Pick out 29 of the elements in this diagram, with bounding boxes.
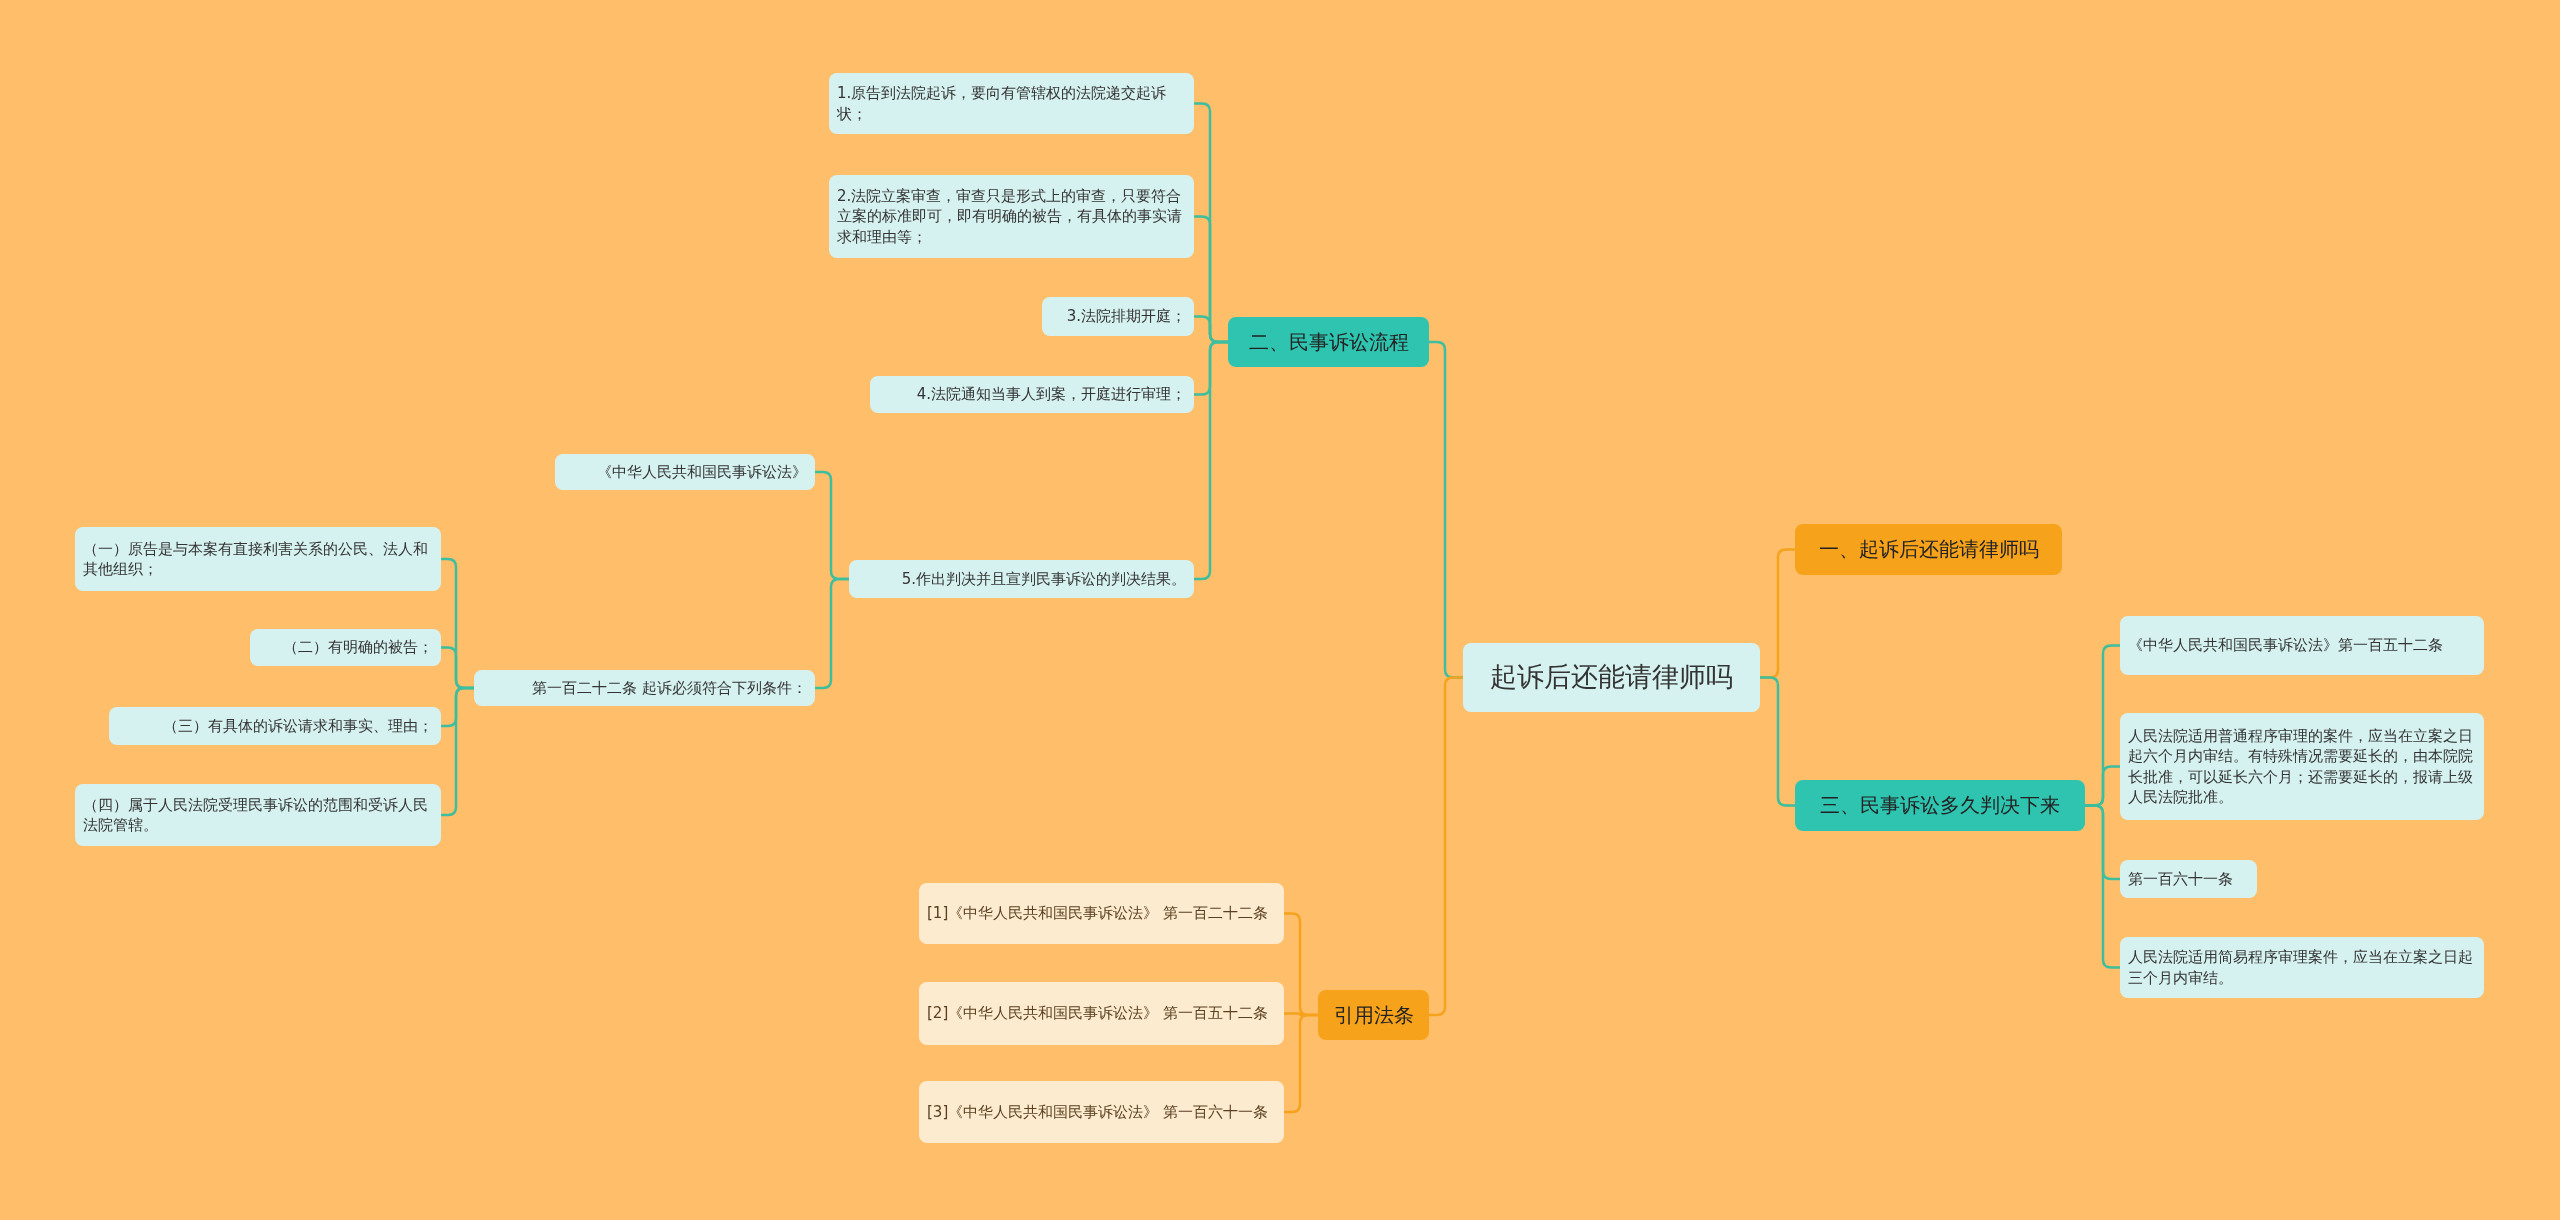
connector-line <box>1429 676 1463 1017</box>
subtopic-box: （三）有具体的诉讼请求和事实、理由； <box>109 707 441 745</box>
subtopic-box: 第一百六十一条 <box>2120 860 2257 898</box>
branch-topic: 二、民事诉讼流程 <box>1228 317 1429 367</box>
subtopic-box: 人民法院适用简易程序审理案件，应当在立案之日起三个月内审结。 <box>2120 937 2484 998</box>
subtopic-box: 4.法院通知当事人到案，开庭进行审理； <box>870 376 1194 413</box>
citation-box: [1]《中华人民共和国民事诉讼法》 第一百二十二条 <box>919 883 1284 944</box>
connector-line <box>2085 804 2120 969</box>
branch-topic: 三、民事诉讼多久判决下来 <box>1795 780 2085 831</box>
subtopic-box: 《中华人民共和国民事诉讼法》第一百五十二条 <box>2120 616 2484 675</box>
branch-topic: 引用法条 <box>1318 990 1429 1040</box>
subtopic-box: 《中华人民共和国民事诉讼法》 <box>555 454 815 490</box>
connector-line <box>815 577 849 690</box>
connector-line <box>1284 1013 1318 1114</box>
connector-line <box>1760 676 1795 807</box>
branch-topic: 一、起诉后还能请律师吗 <box>1795 524 2062 575</box>
subtopic-box: （二）有明确的被告； <box>250 629 441 666</box>
subtopic-box: 第一百二十二条 起诉必须符合下列条件： <box>474 670 815 706</box>
subtopic-box: （一）原告是与本案有直接利害关系的公民、法人和其他组织； <box>75 527 441 591</box>
central-topic: 起诉后还能请律师吗 <box>1463 643 1760 712</box>
subtopic-box: 人民法院适用普通程序审理的案件，应当在立案之日起六个月内审结。有特殊情况需要延长的，由本院院长批准，可以延长六个月；还需要延长的，报请上级人民法院批准。 <box>2120 713 2484 820</box>
subtopic-box: （四）属于人民法院受理民事诉讼的范围和受诉人民法院管辖。 <box>75 784 441 846</box>
connector-line <box>1194 340 1228 581</box>
subtopic-box: 3.法院排期开庭； <box>1042 297 1194 336</box>
subtopic-box: 2.法院立案审查，审查只是形式上的审查，只要符合立案的标准即可，即有明确的被告，有具体的事实请求和理由等； <box>829 175 1194 258</box>
citation-box: [2]《中华人民共和国民事诉讼法》 第一百五十二条 <box>919 982 1284 1045</box>
subtopic-box: 5.作出判决并且宣判民事诉讼的判决结果。 <box>849 560 1194 598</box>
subtopic-box: 1.原告到法院起诉，要向有管辖权的法院递交起诉状； <box>829 73 1194 134</box>
citation-box: [3]《中华人民共和国民事诉讼法》 第一百六十一条 <box>919 1081 1284 1143</box>
